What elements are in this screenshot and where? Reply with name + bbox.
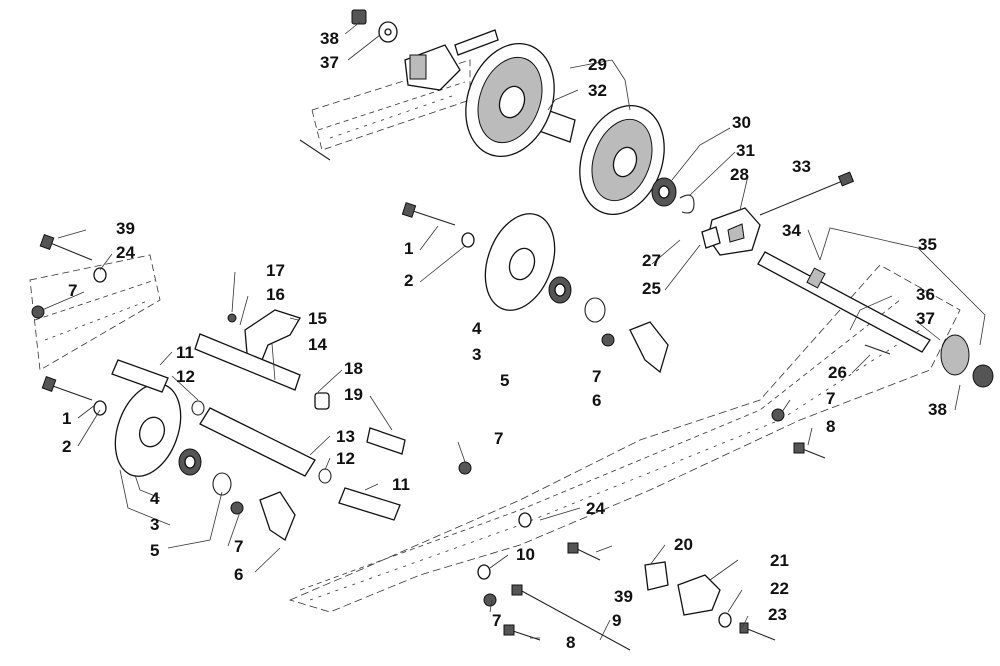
callout-1-left: 1 — [62, 409, 71, 428]
callout-labels: 38 37 29 32 30 31 28 33 27 25 34 35 36 3… — [62, 29, 947, 652]
callout-12-upper: 12 — [176, 367, 195, 386]
left-bearing-4 — [178, 448, 202, 476]
callout-17: 17 — [266, 261, 285, 280]
callout-8-bottom: 8 — [566, 633, 575, 652]
callout-36: 36 — [916, 285, 935, 304]
bolt-39-lower — [567, 542, 601, 561]
callout-21: 21 — [770, 551, 789, 570]
left-bolt-39 — [31, 234, 107, 319]
middle-washer-2 — [461, 232, 475, 248]
callout-7-bottom: 7 — [492, 611, 501, 630]
left-bolt-1 — [41, 376, 107, 416]
callout-23: 23 — [768, 605, 787, 624]
callout-31: 31 — [736, 141, 755, 160]
bushings-18-19 — [314, 392, 406, 455]
callout-35: 35 — [918, 235, 937, 254]
middle-ring-5 — [584, 297, 606, 323]
main-frame-rail — [288, 264, 961, 613]
callout-19: 19 — [344, 385, 363, 404]
callout-24-left: 24 — [116, 243, 135, 262]
callout-3-mid: 3 — [472, 345, 481, 364]
callout-25: 25 — [642, 279, 661, 298]
callout-6-left: 6 — [234, 565, 243, 584]
callout-30: 30 — [732, 113, 751, 132]
long-bolt-33 — [759, 171, 855, 216]
callout-2-mid: 2 — [404, 271, 413, 290]
callout-6-mid: 6 — [592, 391, 601, 410]
left-ring-5 — [212, 472, 232, 496]
callout-7-left: 7 — [68, 281, 77, 300]
callout-1-mid: 1 — [404, 239, 413, 258]
callout-7-center: 7 — [494, 429, 503, 448]
middle-bearing-4 — [548, 276, 572, 304]
callout-9: 9 — [612, 611, 621, 630]
left-wheel-3 — [114, 383, 182, 477]
upper-nut-and-washer — [351, 9, 398, 43]
callout-20: 20 — [674, 535, 693, 554]
callout-2-left: 2 — [62, 437, 71, 456]
arm-bracket-15 — [227, 309, 301, 371]
callout-33: 33 — [792, 157, 811, 176]
callout-10: 10 — [516, 545, 535, 564]
callout-5-left: 5 — [150, 541, 159, 560]
middle-bolt-1 — [401, 202, 456, 226]
left-frame-rail — [29, 254, 161, 371]
callout-4-left: 4 — [150, 489, 160, 508]
block-21 — [677, 574, 721, 616]
callout-27: 27 — [642, 251, 661, 270]
callout-3-left: 3 — [150, 515, 159, 534]
callout-7-lower-left: 7 — [234, 537, 243, 556]
middle-spacer-6 — [601, 321, 669, 374]
callout-7-right: 7 — [826, 389, 835, 408]
callout-14: 14 — [308, 335, 327, 354]
callout-11-upper: 11 — [176, 343, 194, 362]
leader-lines — [41, 21, 986, 641]
end-cap-assembly — [940, 334, 994, 388]
callout-12-lower: 12 — [336, 449, 355, 468]
callout-39-left: 39 — [116, 219, 135, 238]
callout-22: 22 — [770, 579, 789, 598]
arm-shaft-14 — [194, 333, 301, 391]
cross-shaft-13 — [199, 407, 316, 477]
callout-13: 13 — [336, 427, 355, 446]
callout-8-right: 8 — [826, 417, 835, 436]
cross-shaft-11-upper — [111, 359, 169, 393]
callout-26: 26 — [828, 363, 847, 382]
upper-bracket — [404, 29, 499, 91]
bushing-20 — [644, 561, 669, 591]
callout-37: 37 — [320, 53, 339, 72]
callout-18: 18 — [344, 359, 363, 378]
left-spacer-6 — [230, 491, 296, 541]
cross-shaft-11-lower — [338, 487, 401, 521]
upper-idler-wheel-right — [579, 104, 665, 216]
callout-4-mid: 4 — [472, 319, 482, 338]
callout-39-lower: 39 — [614, 587, 633, 606]
callout-7-mid: 7 — [592, 367, 601, 386]
upper-idler-wheel-left — [465, 42, 555, 158]
bolt-23 — [718, 612, 776, 641]
callout-32: 32 — [588, 81, 607, 100]
upper-bearing-and-clip — [651, 177, 695, 214]
callout-16: 16 — [266, 285, 285, 304]
callout-11-lower: 11 — [392, 475, 410, 494]
callout-38: 38 — [320, 29, 339, 48]
callout-34: 34 — [782, 221, 801, 240]
callout-24-center: 24 — [586, 499, 605, 518]
callout-38-right: 38 — [928, 400, 947, 419]
callout-37-right: 37 — [916, 309, 935, 328]
middle-wheel-3 — [484, 213, 556, 311]
callout-28: 28 — [730, 165, 749, 184]
rear-axle-34 — [757, 251, 931, 353]
callout-15: 15 — [308, 309, 327, 328]
long-bolt-9 — [511, 584, 631, 651]
shock-eye-block — [701, 207, 761, 256]
bolt-8-right — [793, 442, 826, 459]
callout-29: 29 — [588, 55, 607, 74]
callout-5-mid: 5 — [500, 371, 509, 390]
bolt-26 — [864, 344, 891, 355]
